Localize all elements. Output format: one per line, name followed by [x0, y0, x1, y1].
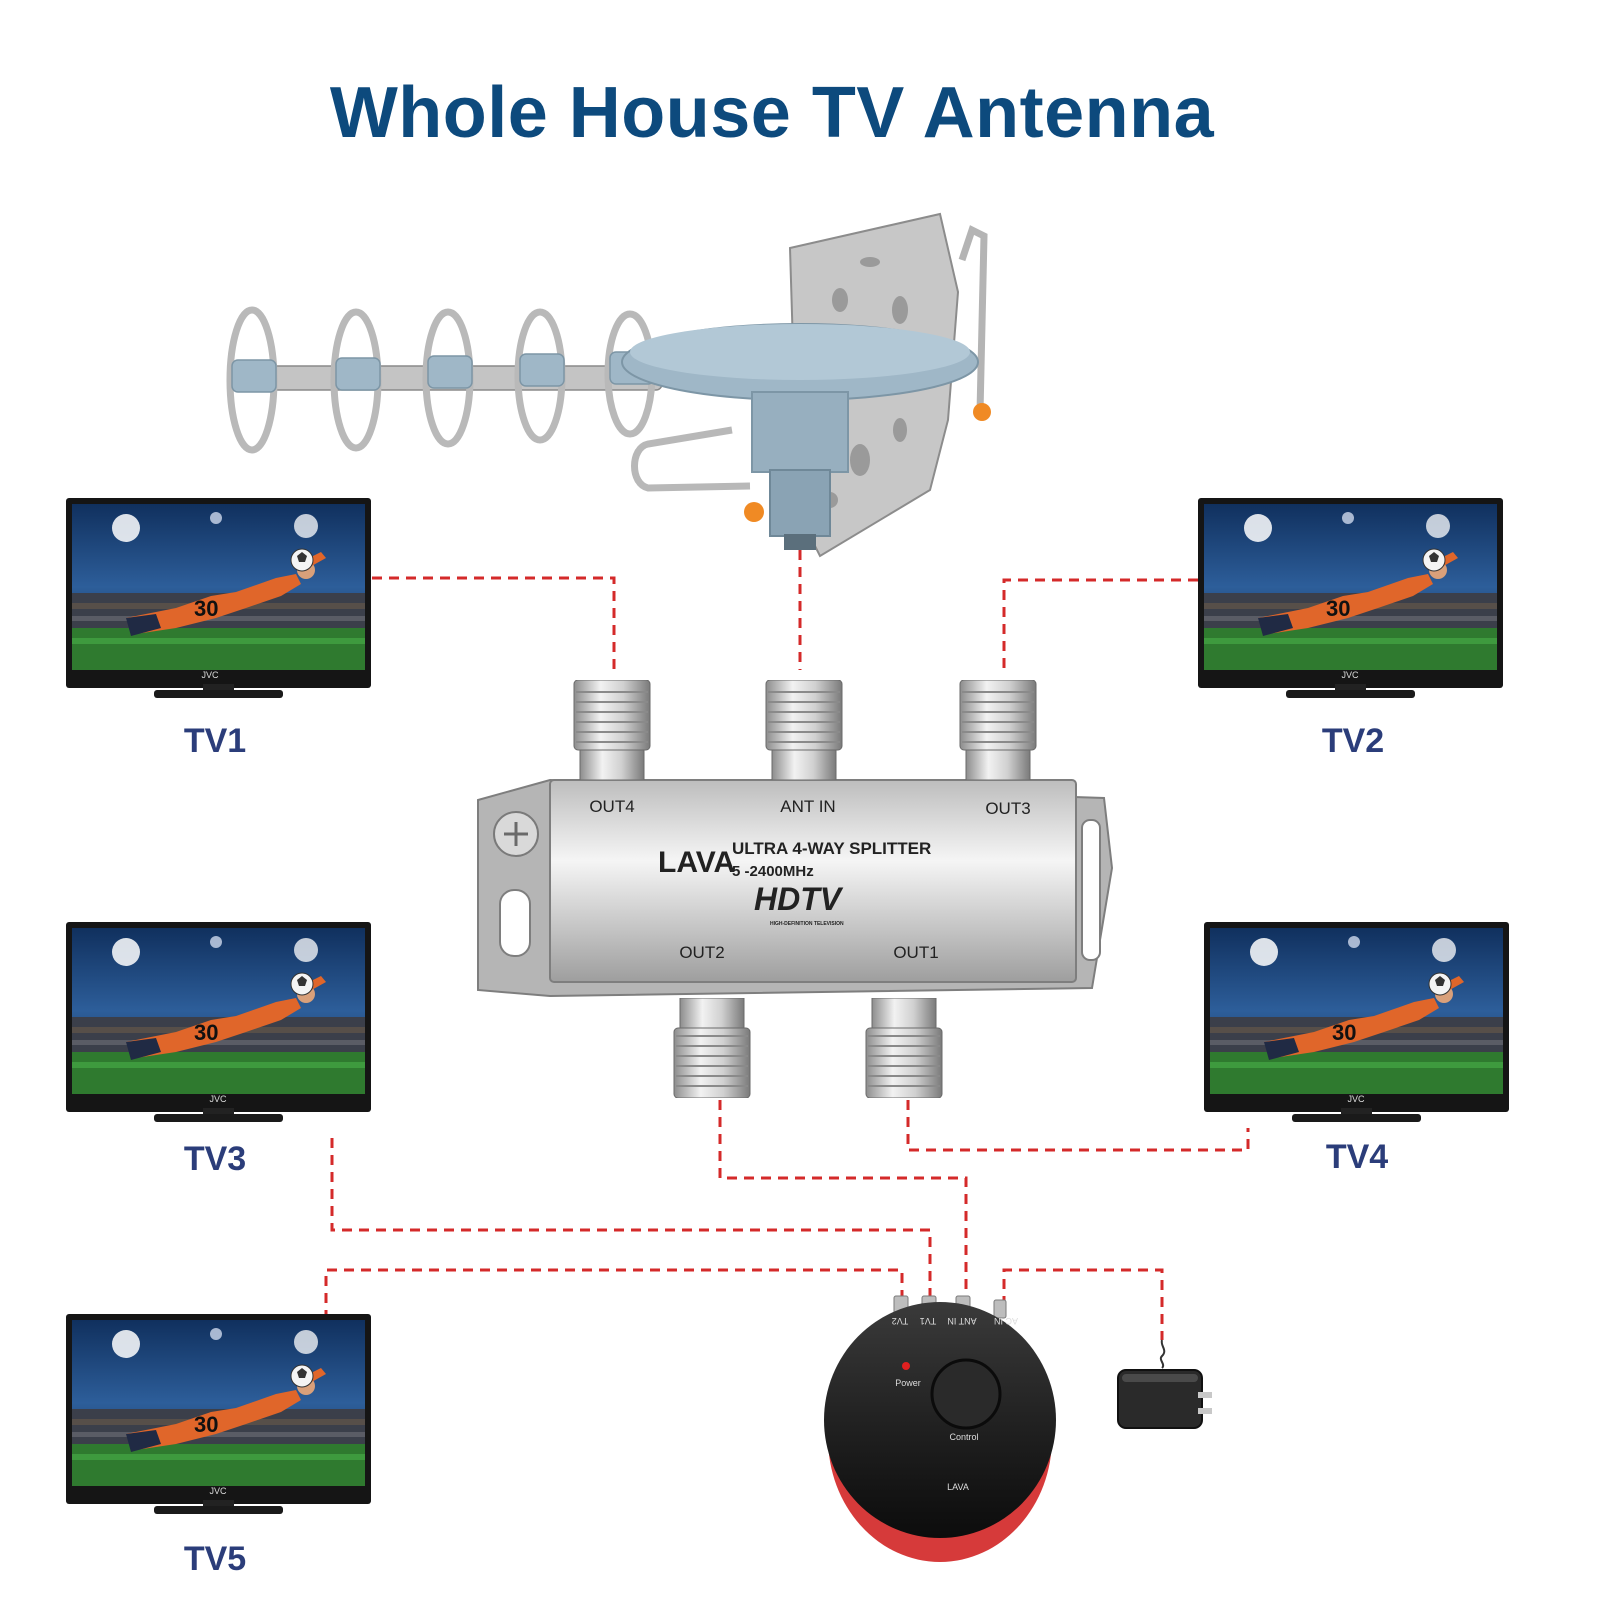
cable-out2-antin	[718, 1100, 968, 1298]
port-antin-label: ANT IN	[780, 797, 835, 816]
page-title: Whole House TV Antenna	[329, 73, 1215, 153]
cable-tv2-out3	[1002, 578, 1198, 670]
port-out1-label: OUT1	[893, 943, 938, 962]
cable-acin-adapter	[1002, 1268, 1164, 1340]
splitter: OUT4 ANT IN OUT3 OUT2 OUT1 LAVA ULTRA 4-…	[477, 680, 1114, 1098]
port-out1-connector	[865, 998, 943, 1098]
cable-out1-tv4	[906, 1100, 1250, 1152]
tv3-label: TV3	[184, 1140, 246, 1178]
antenna-icon	[226, 212, 991, 558]
port-out4-label: OUT4	[589, 797, 634, 816]
control-button[interactable]	[930, 1358, 1002, 1430]
cable-tv5-tv2	[324, 1268, 904, 1320]
control-label: Control	[949, 1432, 978, 1442]
svg-text:JVC: JVC	[209, 1486, 227, 1496]
svg-text:JVC: JVC	[1347, 1094, 1365, 1104]
cable-tv1-out4	[372, 576, 616, 670]
cable-lines	[324, 550, 1250, 1340]
tv-3: JVC TV3	[66, 922, 371, 1178]
tv4-label: TV4	[1326, 1138, 1388, 1176]
power-adapter-icon	[1117, 1339, 1212, 1429]
hdtv-subtitle: HIGH-DEFINITION TELEVISION	[770, 921, 844, 927]
svg-text:JVC: JVC	[1341, 670, 1359, 680]
svg-text:TV2: TV2	[892, 1316, 909, 1326]
port-out3-label: OUT3	[985, 799, 1030, 818]
svg-text:JVC: JVC	[201, 670, 219, 680]
splitter-frequency: 5 -2400MHz	[732, 863, 814, 880]
port-antin-connector	[765, 680, 843, 780]
tv-5: JVC TV5	[66, 1314, 371, 1578]
splitter-name: ULTRA 4-WAY SPLITTER	[732, 839, 931, 858]
splitter-brand-logo: LAVA	[658, 846, 735, 879]
tv-1: JVC TV1	[66, 498, 371, 760]
cable-tv3-tv1	[330, 1138, 932, 1298]
port-out3-connector	[959, 680, 1037, 780]
power-label: Power	[895, 1378, 921, 1388]
svg-text:JVC: JVC	[209, 1094, 227, 1104]
power-led	[902, 1362, 910, 1370]
port-out2-label: OUT2	[679, 943, 724, 962]
port-out4-connector	[573, 680, 651, 780]
control-box-brand: LAVA	[947, 1482, 969, 1492]
control-box: TV2 TV1 ANT IN AC IN Power Control LAVA	[824, 1295, 1056, 1562]
tv5-label: TV5	[184, 1540, 246, 1578]
port-out2-connector	[673, 998, 751, 1098]
tv2-label: TV2	[1322, 722, 1384, 760]
tv-4: JVC TV4	[1204, 922, 1509, 1176]
tv1-label: TV1	[184, 722, 246, 760]
hdtv-logo: HDTV	[754, 881, 844, 917]
svg-text:TV1: TV1	[920, 1316, 937, 1326]
svg-text:ANT IN: ANT IN	[947, 1316, 976, 1326]
tv-2: JVC TV2	[1198, 498, 1503, 760]
svg-text:AC IN: AC IN	[994, 1316, 1018, 1326]
